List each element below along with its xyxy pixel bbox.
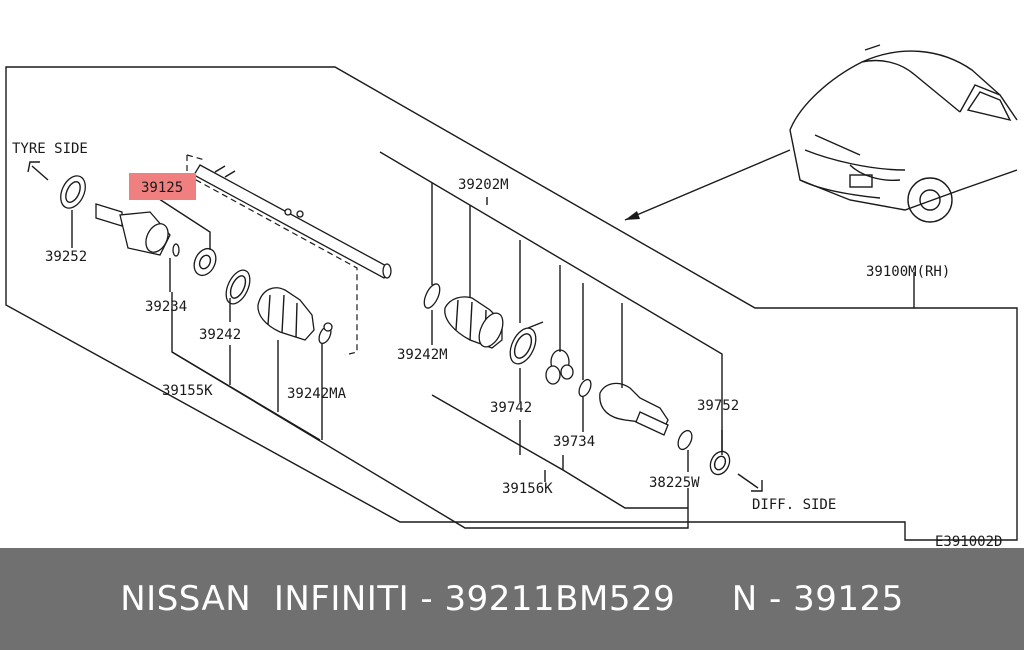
diagram-code: E391002D (935, 534, 1002, 548)
diff-side-arrow-icon (737, 473, 763, 492)
part-label-39752: 39752 (697, 398, 739, 414)
leader-lines (71, 183, 915, 529)
boot-39202m (444, 296, 504, 349)
band-39242 (225, 269, 251, 305)
part-label-39734: 39734 (553, 434, 595, 450)
part-label-39242m: 39242M (397, 347, 448, 363)
drive-shaft (193, 164, 392, 279)
boot-ring-39252 (60, 175, 86, 209)
housing-39752 (599, 382, 669, 436)
caption-text: NISSAN INFINITI - 39211BM529 N - 39125 (120, 579, 904, 619)
circlip-38225w (677, 429, 693, 451)
part-label-39234: 39234 (145, 299, 187, 315)
spider-39734 (545, 349, 574, 385)
callout-arrow (624, 149, 791, 221)
frame-outline (5, 66, 1018, 541)
part-label-39125: 39125 (141, 180, 183, 196)
inner-frame (379, 151, 723, 460)
part-label-39252: 39252 (45, 249, 87, 265)
part-label-39155k: 39155K (162, 383, 213, 399)
caption-bar: NISSAN INFINITI - 39211BM529 N - 39125 (0, 548, 1024, 650)
tyre-side-label: TYRE SIDE (12, 141, 88, 157)
part-label-38225w: 38225W (649, 475, 700, 491)
part-label-39202m: 39202M (458, 177, 509, 193)
band-39742 (509, 321, 544, 365)
shaft-dashed-outline (186, 154, 358, 356)
part-label-39100m: 39100M(RH) (866, 264, 950, 280)
circlip-39234 (172, 243, 180, 257)
part-label-39242ma: 39242MA (287, 386, 347, 402)
bearing-39155k (193, 247, 217, 277)
tyre-side-arrow-icon (27, 161, 49, 181)
highlight-box (129, 173, 196, 200)
callout-arrowhead (625, 211, 640, 220)
parts-diagram: TYRE SIDE DIFF. SIDE (5, 44, 1018, 548)
diff-side-label: DIFF. SIDE (752, 497, 836, 513)
seal-39752 (709, 450, 731, 476)
car-illustration (789, 44, 1018, 223)
snap-ring (578, 378, 592, 398)
part-label-39742: 39742 (490, 400, 532, 416)
part-label-39156k: 39156K (502, 481, 553, 497)
part-label-39242: 39242 (199, 327, 241, 343)
boot-39242ma (257, 287, 333, 345)
band-39242m (423, 283, 441, 309)
outer-joint-39125 (95, 203, 171, 256)
